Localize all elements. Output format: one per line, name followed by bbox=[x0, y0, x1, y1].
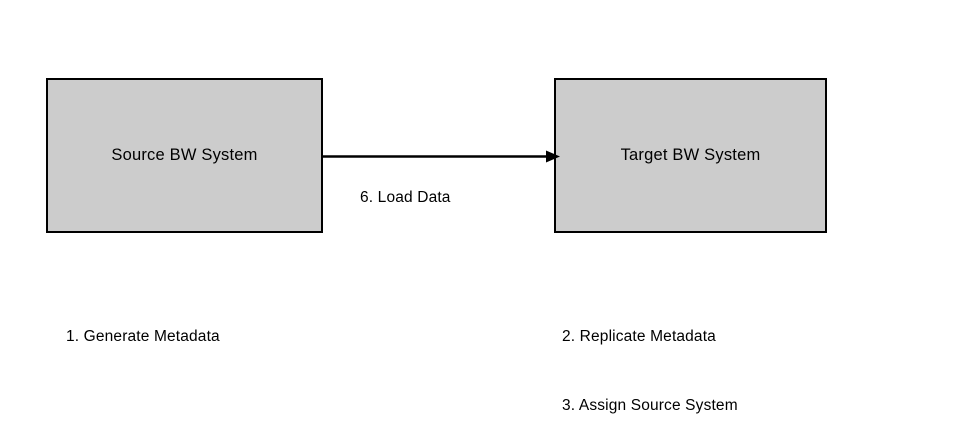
arrow-head bbox=[546, 150, 560, 163]
source-steps-caption: 1. Generate Metadata bbox=[66, 279, 220, 394]
source-system-box: Source BW System bbox=[46, 78, 323, 233]
source-system-label: Source BW System bbox=[111, 146, 258, 165]
load-data-arrow-label: 6. Load Data bbox=[360, 189, 451, 206]
target-step-3: 3. Assign Source System bbox=[562, 397, 738, 414]
target-steps-caption: 2. Replicate Metadata 3. Assign Source S… bbox=[562, 279, 738, 440]
target-system-box: Target BW System bbox=[554, 78, 827, 233]
target-system-label: Target BW System bbox=[620, 146, 761, 165]
source-step-1: 1. Generate Metadata bbox=[66, 328, 220, 345]
arrow-right-icon bbox=[323, 150, 560, 163]
load-data-arrow bbox=[320, 144, 560, 170]
target-step-2: 2. Replicate Metadata bbox=[562, 328, 716, 345]
